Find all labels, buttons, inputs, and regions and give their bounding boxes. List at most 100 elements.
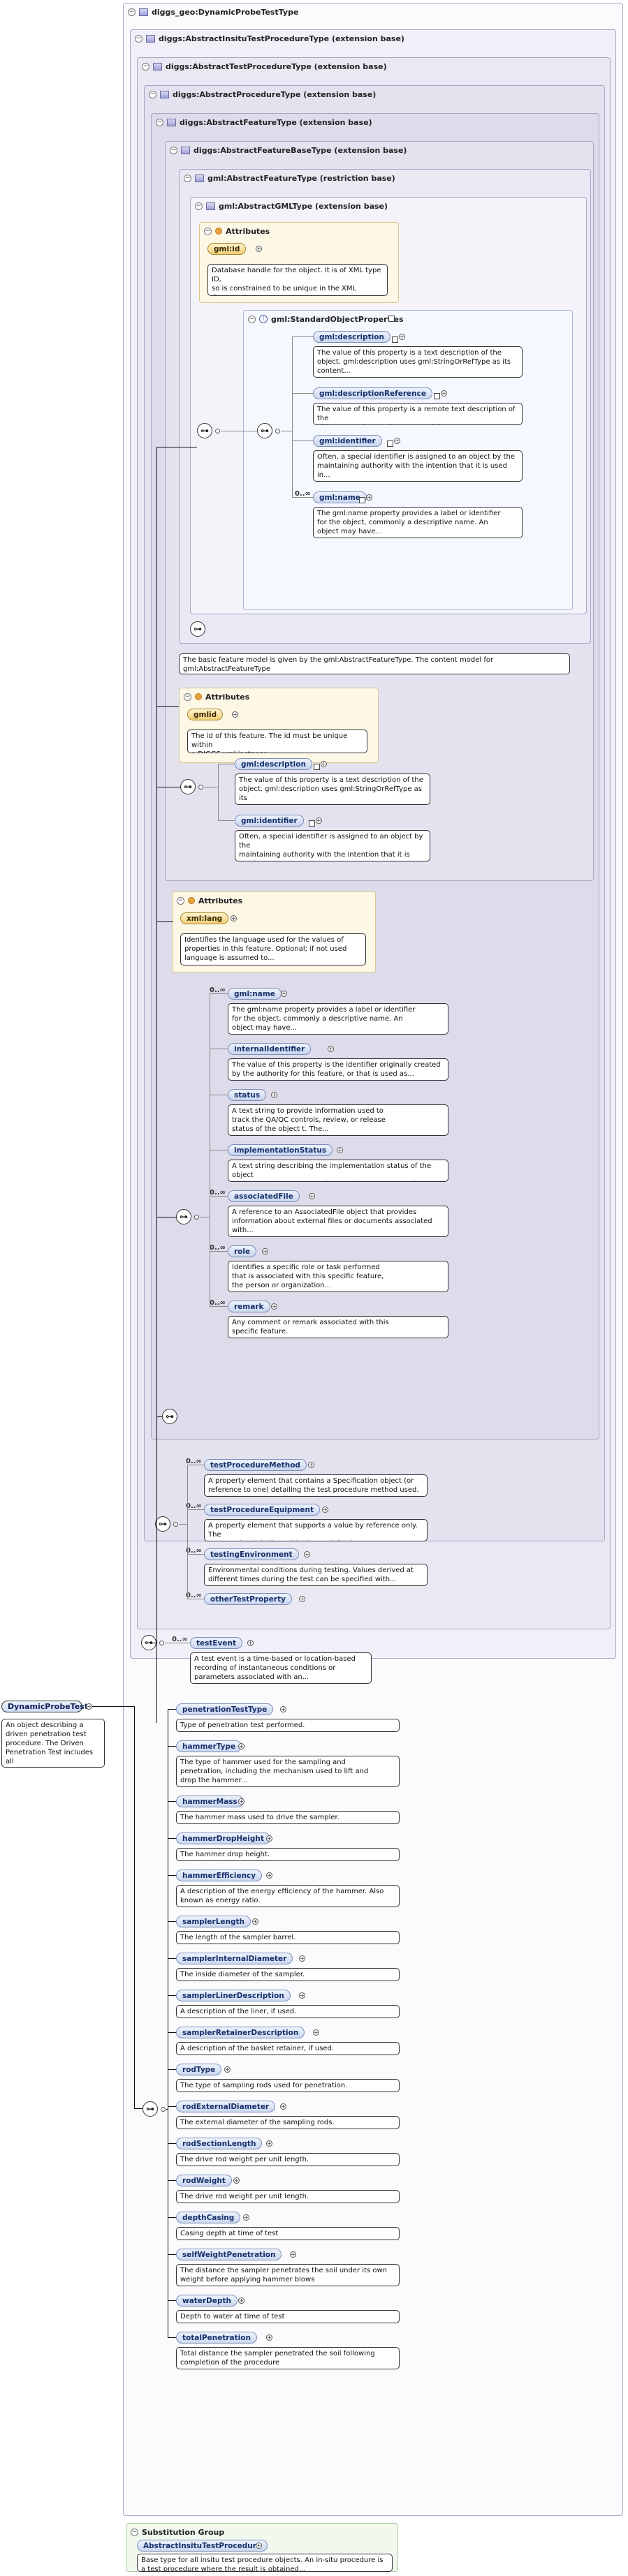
- ext-header-feature-base[interactable]: −diggs:AbstractFeatureBaseType (extensio…: [170, 145, 407, 156]
- element-pill-hammertype[interactable]: hammerType: [176, 1740, 242, 1752]
- ext-header-insitu[interactable]: −diggs:AbstractInsituTestProcedureType (…: [135, 33, 404, 44]
- collapse-icon[interactable]: −: [156, 118, 163, 126]
- expand-icon[interactable]: +: [366, 494, 372, 501]
- element-pill-rodsectionlength[interactable]: rodSectionLength: [176, 2138, 263, 2149]
- group-header[interactable]: −⁞gml:StandardObjectProperties: [248, 313, 404, 325]
- expand-icon[interactable]: +: [309, 1193, 315, 1199]
- expand-icon[interactable]: +: [252, 1918, 258, 1925]
- collapse-icon[interactable]: −: [135, 34, 143, 43]
- element-pill-samplerlinerdescription[interactable]: samplerLinerDescription: [176, 1990, 291, 2001]
- expand-icon[interactable]: +: [304, 1551, 310, 1557]
- expand-icon[interactable]: +: [313, 2029, 319, 2036]
- element-pill-gml-description[interactable]: gml:description: [313, 331, 390, 343]
- link-icon[interactable]: [309, 820, 315, 827]
- expand-icon[interactable]: +: [238, 2297, 244, 2304]
- ext-header-test-procedure[interactable]: −diggs:AbstractTestProcedureType (extens…: [142, 61, 387, 72]
- expand-icon[interactable]: +: [266, 1835, 272, 1842]
- sequence-icon[interactable]: ⊶: [176, 1209, 191, 1224]
- substitution-item[interactable]: AbstractInsituTestProcedure: [137, 2540, 268, 2552]
- element-pill-selfweightpenetration[interactable]: selfWeightPenetration: [176, 2249, 282, 2260]
- expand-icon[interactable]: +: [238, 1798, 244, 1805]
- sequence-icon[interactable]: ⊶: [180, 779, 196, 794]
- element-pill-gml-description[interactable]: gml:description: [235, 758, 312, 770]
- link-icon[interactable]: [434, 393, 440, 399]
- element-pill-hammerdropheight[interactable]: hammerDropHeight: [176, 1833, 270, 1844]
- element-pill-penetrationtesttype[interactable]: penetrationTestType: [176, 1703, 274, 1715]
- expand-icon[interactable]: +: [308, 1462, 314, 1468]
- collapse-icon[interactable]: −: [128, 8, 136, 16]
- link-icon[interactable]: [392, 336, 398, 343]
- expand-icon[interactable]: +: [322, 1507, 328, 1513]
- expand-icon[interactable]: +: [238, 1743, 244, 1749]
- expand-icon[interactable]: +: [328, 1046, 334, 1052]
- element-pill-gml-identifier[interactable]: gml:identifier: [313, 435, 382, 447]
- element-pill-testevent[interactable]: testEvent: [190, 1637, 243, 1649]
- attr-gmlid[interactable]: gmlid: [187, 709, 224, 720]
- expand-icon[interactable]: +: [316, 817, 322, 824]
- root-element-pill[interactable]: DynamicProbeTest: [1, 1701, 88, 1712]
- attributes-header[interactable]: −Attributes: [204, 225, 270, 237]
- element-pill-associatedfile[interactable]: associatedFile: [228, 1190, 300, 1202]
- element-pill-depthcasing[interactable]: depthCasing: [176, 2212, 241, 2223]
- element-pill-waterdepth[interactable]: waterDepth: [176, 2295, 238, 2307]
- element-pill-gml-name[interactable]: gml:name: [313, 491, 367, 503]
- sequence-icon[interactable]: ⊶: [141, 1635, 156, 1650]
- element-pill-rodexternaldiameter[interactable]: rodExternalDiameter: [176, 2101, 276, 2112]
- expand-icon[interactable]: +: [299, 1596, 305, 1602]
- expand-icon[interactable]: +: [232, 711, 238, 718]
- expand-icon[interactable]: +: [280, 1706, 286, 1712]
- element-pill-samplerretainerdescription[interactable]: samplerRetainerDescription: [176, 2027, 305, 2038]
- expand-icon[interactable]: +: [266, 2140, 272, 2147]
- attributes-header[interactable]: −Attributes: [184, 691, 249, 702]
- expand-icon[interactable]: +: [280, 2103, 286, 2110]
- ext-header-feature[interactable]: −diggs:AbstractFeatureType (extension ba…: [156, 117, 372, 128]
- expand-icon[interactable]: +: [299, 1955, 305, 1962]
- link-icon[interactable]: [314, 764, 320, 770]
- sequence-icon[interactable]: ⊶: [162, 1409, 177, 1424]
- type-header[interactable]: − diggs_geo:DynamicProbeTestType: [128, 6, 298, 17]
- expand-icon[interactable]: +: [262, 1248, 268, 1254]
- expand-icon[interactable]: +: [290, 2251, 296, 2258]
- element-pill-gml-descriptionreference[interactable]: gml:descriptionReference: [313, 387, 432, 399]
- expand-icon[interactable]: +: [337, 1147, 343, 1153]
- collapse-icon[interactable]: −: [184, 174, 191, 182]
- sequence-icon[interactable]: ⊶: [155, 1516, 170, 1532]
- element-pill-hammermass[interactable]: hammerMass: [176, 1796, 244, 1807]
- attr-gml-id[interactable]: gml:id: [207, 243, 247, 255]
- sequence-icon[interactable]: ⊶: [143, 2101, 158, 2117]
- element-pill-gml-name[interactable]: gml:name: [228, 988, 282, 1000]
- collapse-icon[interactable]: −: [195, 202, 203, 210]
- element-pill-testingenvironment[interactable]: testingEnvironment: [204, 1548, 299, 1560]
- sequence-icon[interactable]: ⊶: [190, 621, 205, 637]
- element-pill-samplerinternaldiameter[interactable]: samplerInternalDiameter: [176, 1953, 293, 1964]
- link-icon[interactable]: [387, 441, 393, 447]
- expand-icon[interactable]: +: [299, 1992, 305, 1999]
- element-pill-samplerlength[interactable]: samplerLength: [176, 1916, 251, 1927]
- expand-icon[interactable]: +: [281, 991, 287, 997]
- substitution-header[interactable]: −Substitution Group: [131, 2526, 224, 2538]
- ext-header-gml-feature[interactable]: −gml:AbstractFeatureType (restriction ba…: [184, 172, 395, 184]
- element-pill-testprocedureequipment[interactable]: testProcedureEquipment: [204, 1504, 320, 1516]
- element-pill-rodweight[interactable]: rodWeight: [176, 2175, 232, 2186]
- expand-icon[interactable]: +: [271, 1303, 277, 1310]
- expand-icon[interactable]: +: [243, 2214, 249, 2221]
- link-icon[interactable]: [359, 497, 365, 503]
- element-pill-testproceduremethod[interactable]: testProcedureMethod: [204, 1459, 307, 1471]
- element-pill-remark[interactable]: remark: [228, 1301, 270, 1312]
- expand-icon[interactable]: +: [233, 2177, 240, 2184]
- expand-icon[interactable]: +: [86, 1703, 92, 1710]
- expand-icon[interactable]: +: [266, 1872, 272, 1879]
- expand-icon[interactable]: +: [247, 1640, 254, 1646]
- sequence-icon[interactable]: ⊶: [197, 423, 212, 438]
- collapse-icon[interactable]: −: [170, 146, 177, 154]
- collapse-icon[interactable]: −: [142, 62, 149, 71]
- expand-icon[interactable]: +: [231, 915, 237, 921]
- expand-icon[interactable]: +: [266, 2334, 272, 2341]
- sequence-icon[interactable]: ⊶: [257, 423, 272, 438]
- element-pill-gml-identifier[interactable]: gml:identifier: [235, 815, 304, 827]
- ext-header-procedure[interactable]: −diggs:AbstractProcedureType (extension …: [149, 89, 376, 100]
- attributes-header[interactable]: −Attributes: [177, 895, 242, 906]
- collapse-icon[interactable]: −: [149, 90, 156, 98]
- collapse-icon[interactable]: −: [204, 227, 212, 235]
- collapse-icon[interactable]: −: [184, 693, 191, 701]
